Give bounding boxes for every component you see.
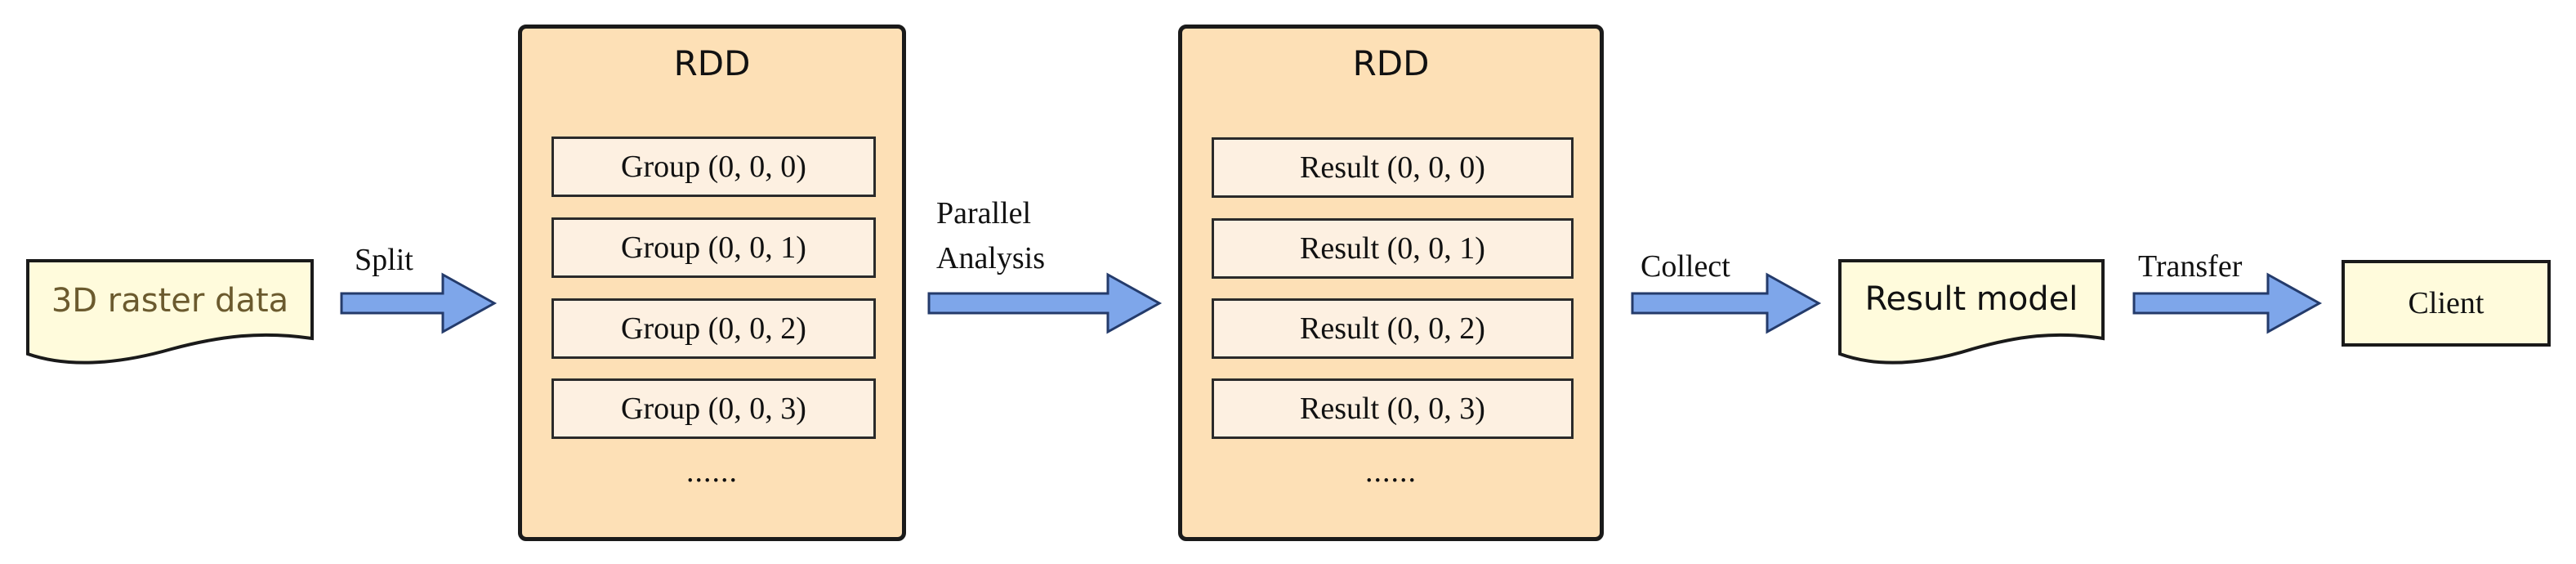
raster-data-label: 3D raster data: [51, 282, 289, 320]
collect-arrow-icon: [1631, 272, 1822, 334]
rdd-result-item: Result (0, 0, 0): [1212, 137, 1574, 198]
edge-label-analysis: Analysis: [936, 241, 1045, 275]
rdd-result-item: Result (0, 0, 3): [1212, 378, 1574, 439]
rdd-result-item: Result (0, 0, 1): [1212, 218, 1574, 279]
rdd-group-item: Group (0, 0, 1): [551, 217, 876, 278]
raster-data-node: 3D raster data: [25, 257, 315, 368]
rdd-group-item: Group (0, 0, 0): [551, 137, 876, 197]
rdd-groups-title: RDD: [673, 43, 751, 83]
rdd-groups-ellipsis: ......: [686, 454, 738, 489]
rdd-group-item: Group (0, 0, 3): [551, 378, 876, 439]
rdd-result-item: Result (0, 0, 2): [1212, 298, 1574, 359]
rdd-group-item: Group (0, 0, 2): [551, 298, 876, 359]
rdd-groups-container: RDD Group (0, 0, 0) Group (0, 0, 1) Grou…: [518, 25, 906, 541]
document-shape-icon: [26, 259, 314, 365]
result-model-label: Result model: [1864, 280, 2078, 318]
rdd-results-ellipsis: ......: [1365, 454, 1417, 489]
client-box: Client: [2342, 260, 2551, 347]
rdd-results-title: RDD: [1352, 43, 1430, 83]
edge-label-transfer: Transfer: [2138, 249, 2243, 284]
edge-label-parallel: Parallel: [936, 196, 1032, 231]
transfer-arrow-icon: [2132, 272, 2323, 334]
rdd-results-container: RDD Result (0, 0, 0) Result (0, 0, 1) Re…: [1178, 25, 1604, 541]
result-model-node: Result model: [1837, 257, 2106, 368]
parallel-analysis-arrow-icon: [927, 272, 1163, 334]
edge-label-collect: Collect: [1641, 249, 1730, 284]
split-arrow-icon: [340, 272, 498, 334]
edge-label-split: Split: [355, 243, 413, 277]
document-shape-icon: [1838, 259, 2105, 365]
